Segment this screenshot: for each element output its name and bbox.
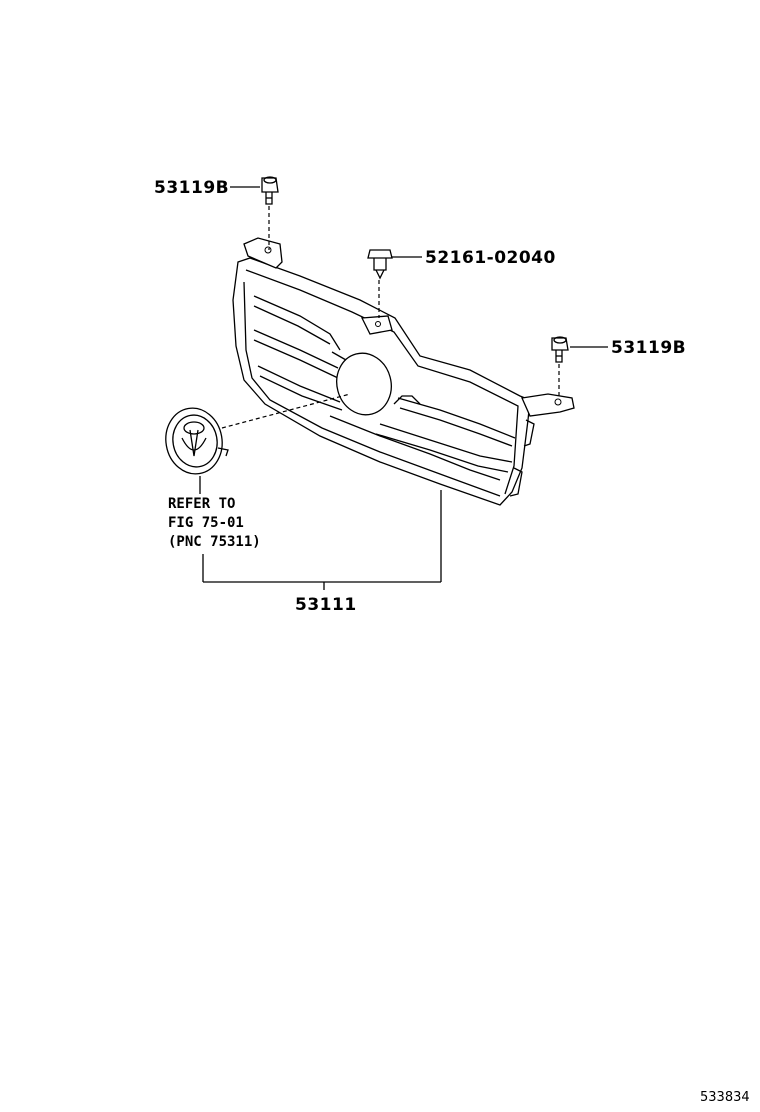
bolt-left: [261, 176, 279, 205]
note-line-2: FIG 75-01: [168, 515, 244, 531]
clip: [367, 249, 393, 280]
figure-number: 533834: [700, 1090, 750, 1105]
emblem: [165, 407, 229, 494]
bolt-right: [551, 336, 569, 363]
label-bolt-left: 53119B: [154, 178, 229, 198]
label-clip: 52161-02040: [425, 248, 556, 268]
emblem-leader-dashed: [221, 393, 351, 429]
label-bolt-right: 53119B: [611, 338, 686, 358]
radiator-grille: [232, 237, 575, 506]
note-line-1: REFER TO: [168, 496, 235, 512]
label-grille: 53111: [295, 595, 357, 615]
grille-bracket-leader: [202, 490, 442, 590]
note-line-3: (PNC 75311): [168, 534, 261, 550]
